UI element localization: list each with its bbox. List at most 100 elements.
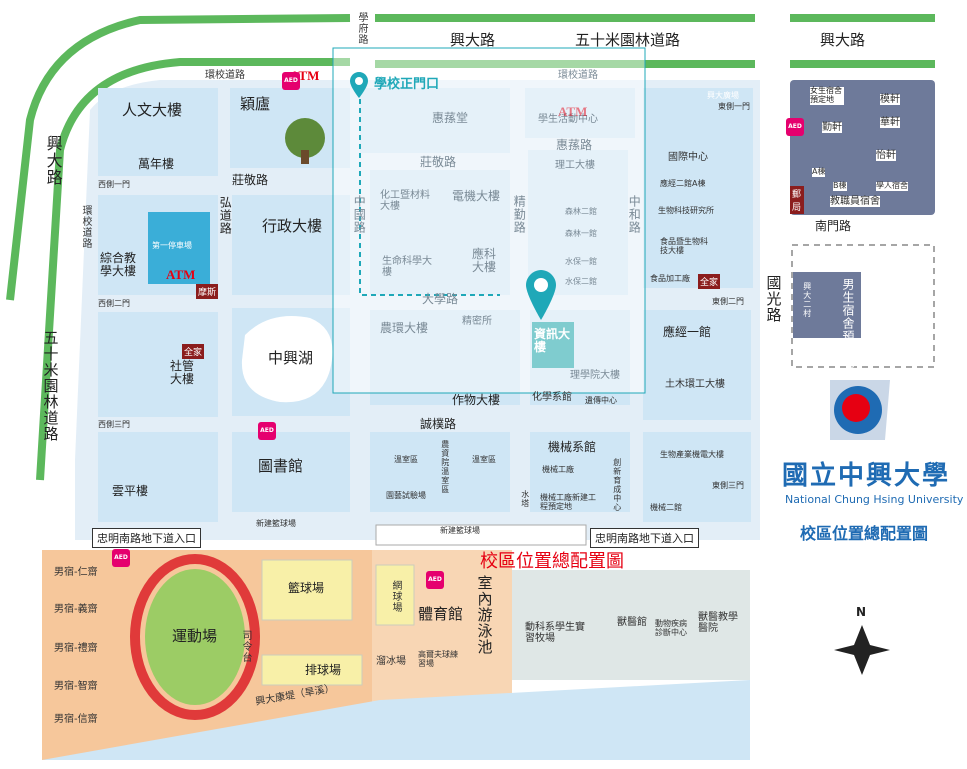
- gate-label: 西側三門: [98, 420, 130, 429]
- block-shengwu: [643, 432, 751, 522]
- aed-icon: AED: [786, 118, 804, 136]
- building-renwen[interactable]: 人文大樓: [122, 101, 183, 119]
- building-qin-xuan[interactable]: 勤軒: [822, 122, 842, 133]
- building-library[interactable]: 圖書館: [258, 457, 304, 475]
- building-xingda-mansion[interactable]: 興大廣場: [707, 91, 739, 100]
- building-huagong[interactable]: 化工暨材料大樓: [380, 190, 430, 212]
- building-men-dorm-site[interactable]: 男生宿舍預定地: [841, 278, 855, 369]
- building-shuibao1[interactable]: 水保一館: [565, 257, 597, 266]
- block-library: [232, 432, 350, 512]
- building-yi-xuan[interactable]: 怡軒: [876, 150, 896, 161]
- building-shengming[interactable]: 生命科學大樓: [382, 256, 432, 278]
- tunnel-entrance-left[interactable]: 忠明南路地下道入口: [92, 528, 201, 548]
- golf-practice[interactable]: 高爾夫球練習場: [418, 650, 458, 668]
- building-shipin-jiagong[interactable]: 食品加工廠: [650, 274, 690, 283]
- aed-icon: AED: [282, 72, 300, 90]
- court-basketball-label[interactable]: 籃球場: [288, 581, 325, 595]
- building-chuangxin[interactable]: 創新育成中心: [612, 458, 622, 512]
- dorm-xin[interactable]: 男宿-信齋: [54, 714, 98, 725]
- court-volleyball-label[interactable]: 排球場: [305, 663, 342, 677]
- compass-icon: [834, 625, 890, 675]
- building-hua-xuan[interactable]: 華軒: [880, 117, 900, 128]
- main-gate-label[interactable]: 學校正門口: [374, 77, 440, 92]
- dorm-yi[interactable]: 男宿-義齋: [54, 604, 98, 615]
- block-jixie: [530, 432, 630, 512]
- route-area: [332, 47, 646, 394]
- dorm-zhi[interactable]: 男宿-智齋: [54, 681, 98, 692]
- road-label: 國光路: [764, 275, 783, 323]
- new-basketball-court-2[interactable]: 新建籃球場: [256, 519, 296, 528]
- building-huijing1[interactable]: 應經一館: [663, 325, 712, 339]
- building-senlin1[interactable]: 森林一館: [565, 229, 597, 238]
- building-ziyun[interactable]: 資訊大樓: [534, 327, 571, 355]
- sports-field[interactable]: 運動場: [172, 627, 218, 645]
- building-yingke[interactable]: 應科大樓: [472, 247, 497, 275]
- building-jiaozhiyuan[interactable]: 教職員宿舍: [830, 196, 880, 207]
- building-shuita[interactable]: 水塔: [520, 490, 530, 508]
- building-jixie-new[interactable]: 機械工廠新建工程預定地: [540, 493, 596, 511]
- building-jixie2[interactable]: 機械二館: [650, 503, 682, 512]
- track: [130, 554, 260, 720]
- building-wenshi2[interactable]: 溫室區: [472, 455, 496, 464]
- tunnel-entrance-right[interactable]: 忠明南路地下道入口: [590, 528, 699, 548]
- court-tennis: [375, 564, 415, 626]
- building-shipin[interactable]: 食品暨生物科技大樓: [660, 237, 708, 255]
- skating-rink[interactable]: 溜冰場: [376, 656, 406, 667]
- building-shouyi-hospital[interactable]: 獸醫教學醫院: [698, 612, 738, 634]
- building-huijing2[interactable]: 應經二館A棟: [660, 179, 706, 188]
- building-dianji[interactable]: 電機大樓: [452, 189, 501, 203]
- building-xueren[interactable]: 學人宿舍: [876, 181, 908, 191]
- building-guoji[interactable]: 國際中心: [668, 152, 708, 163]
- court-basketball: [261, 559, 353, 621]
- tree-canopy: [285, 118, 325, 158]
- main-gate-pin-icon[interactable]: [350, 72, 368, 98]
- building-wenshi1[interactable]: 溫室區: [394, 455, 418, 464]
- court-tennis-label[interactable]: 網球場: [390, 580, 401, 613]
- block-xingzheng: [232, 195, 350, 295]
- building-student[interactable]: 學生活動中心: [538, 114, 598, 125]
- dorm-ren[interactable]: 男宿-仁齋: [54, 567, 98, 578]
- building-lixueyuan[interactable]: 理學院大樓: [570, 370, 620, 381]
- block-future-site: [791, 244, 935, 368]
- ziyun-pin-icon[interactable]: [526, 270, 556, 320]
- building-nonghuan[interactable]: 農環大樓: [380, 321, 429, 335]
- building-shengwu-chanye[interactable]: 生物產業機電大樓: [660, 450, 724, 459]
- aed-icon: AED: [112, 549, 130, 567]
- court-volleyball: [261, 654, 363, 686]
- building-yuanyi[interactable]: 園藝試驗場: [386, 491, 426, 500]
- building-dorm-women[interactable]: 女生宿舍預定地: [810, 86, 844, 105]
- building-yichuan[interactable]: 遺傳中心: [585, 396, 617, 405]
- building-b-dong[interactable]: B棟: [833, 181, 847, 191]
- building-ligong[interactable]: 理工大樓: [555, 160, 595, 171]
- building-a-dong[interactable]: A棟: [812, 167, 826, 177]
- building-jingmi[interactable]: 精密所: [462, 316, 492, 327]
- building-nongzi[interactable]: 農資院溫室區: [440, 440, 450, 494]
- building-dongke[interactable]: 動科系學生實習牧場: [525, 622, 585, 644]
- building-huisun[interactable]: 惠蓀堂: [432, 111, 469, 125]
- building-mo-xuan[interactable]: 模軒: [880, 94, 900, 105]
- building-shuibao2[interactable]: 水保二館: [565, 277, 597, 286]
- road-label: 五十米園林道路: [575, 31, 681, 49]
- building-shouyi[interactable]: 獸醫館: [617, 617, 647, 628]
- building-sheguan[interactable]: 社管大樓: [170, 359, 195, 387]
- building-gym[interactable]: 體育館: [418, 605, 464, 623]
- building-huaxue[interactable]: 化學系館: [532, 392, 572, 403]
- building-jixie-factory[interactable]: 機械工廠: [542, 465, 574, 474]
- building-zuowu[interactable]: 作物大樓: [452, 393, 501, 407]
- building-indoor-pool[interactable]: 室內游泳池: [475, 575, 494, 655]
- building-yunping[interactable]: 雲平樓: [112, 484, 149, 498]
- building-shengwu-keji[interactable]: 生物科技研究所: [658, 206, 714, 215]
- road-label: 環校道路: [558, 70, 598, 81]
- dorm-li[interactable]: 男宿-禮齋: [54, 643, 98, 654]
- zhongxing-lake[interactable]: 中興湖: [268, 349, 314, 367]
- building-senlin2[interactable]: 森林二館: [565, 207, 597, 216]
- new-basketball-court[interactable]: 新建籃球場: [440, 526, 480, 535]
- building-wanian[interactable]: 萬年樓: [138, 157, 175, 171]
- building-jilu[interactable]: 穎廬: [240, 95, 271, 113]
- building-dongwu-jibing[interactable]: 動物疾病診斷中心: [655, 619, 687, 637]
- building-tumu[interactable]: 土木環工大樓: [665, 379, 725, 390]
- building-xingda-er-cun[interactable]: 興大二村: [802, 282, 812, 318]
- building-jixie[interactable]: 機械系館: [548, 440, 597, 454]
- building-xingzheng[interactable]: 行政大樓: [262, 217, 323, 235]
- building-zonghe[interactable]: 綜合教學大樓: [100, 251, 137, 279]
